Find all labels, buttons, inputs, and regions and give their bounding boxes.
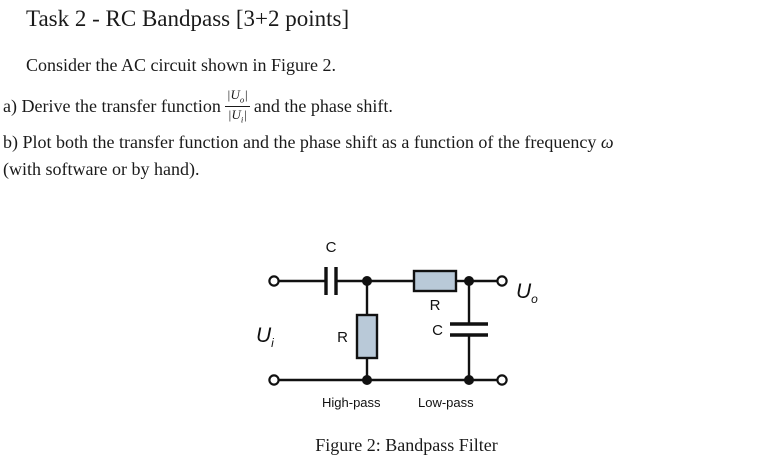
high-pass-stage-label: High-pass [322, 395, 381, 410]
series-resistor-symbol [412, 269, 458, 293]
input-voltage-label: Ui [256, 324, 274, 350]
input-terminal-top [268, 275, 280, 287]
junction-dot-node-b-bottom [464, 375, 474, 385]
omega-symbol: ω [600, 132, 614, 152]
shunt-resistor-label: R [337, 329, 348, 346]
output-terminal-top [496, 275, 508, 287]
output-terminal-bottom [496, 374, 508, 386]
part-b-line-2: (with software or by hand). [3, 159, 200, 179]
series-capacitor-label: C [326, 239, 337, 256]
shunt-resistor-symbol [355, 313, 379, 360]
shunt-capacitor-label: C [432, 322, 443, 339]
part-a-prefix: a) Derive the transfer function [3, 96, 221, 117]
bandpass-filter-circuit-diagram: C R R C Ui Uo High-pass Low-pass [256, 239, 538, 410]
transfer-function-fraction: |Uo| |Ui| [224, 87, 250, 125]
part-b-text: b) Plot both the transfer function and t… [3, 129, 783, 183]
junction-dot-node-a-bottom [362, 375, 372, 385]
figure-container: C R R C Ui Uo High-pass Low-pass [0, 232, 783, 465]
fraction-numerator: |Uo| [226, 87, 248, 105]
input-terminal-bottom [268, 374, 280, 386]
shunt-capacitor-symbol [450, 322, 488, 337]
fraction-denominator: |Ui| [227, 106, 247, 125]
junction-dot-node-b-top [464, 276, 474, 286]
part-b-line-1: b) Plot both the transfer function and t… [3, 129, 783, 156]
page-title: Task 2 - RC Bandpass [3+2 points] [26, 6, 350, 31]
part-b-line-1-text: b) Plot both the transfer function and t… [3, 132, 597, 152]
part-a-suffix: and the phase shift. [253, 96, 393, 117]
intro-text: Consider the AC circuit shown in Figure … [26, 55, 336, 75]
part-a-text: a) Derive the transfer function |Uo| |Ui… [3, 88, 393, 125]
output-voltage-label: Uo [516, 280, 538, 306]
fraction-bar [224, 105, 250, 107]
low-pass-stage-label: Low-pass [418, 395, 474, 410]
series-resistor-label: R [430, 297, 441, 314]
junction-dot-node-a-top [362, 276, 372, 286]
series-capacitor-symbol [324, 267, 338, 295]
figure-caption: Figure 2: Bandpass Filter [315, 435, 498, 455]
